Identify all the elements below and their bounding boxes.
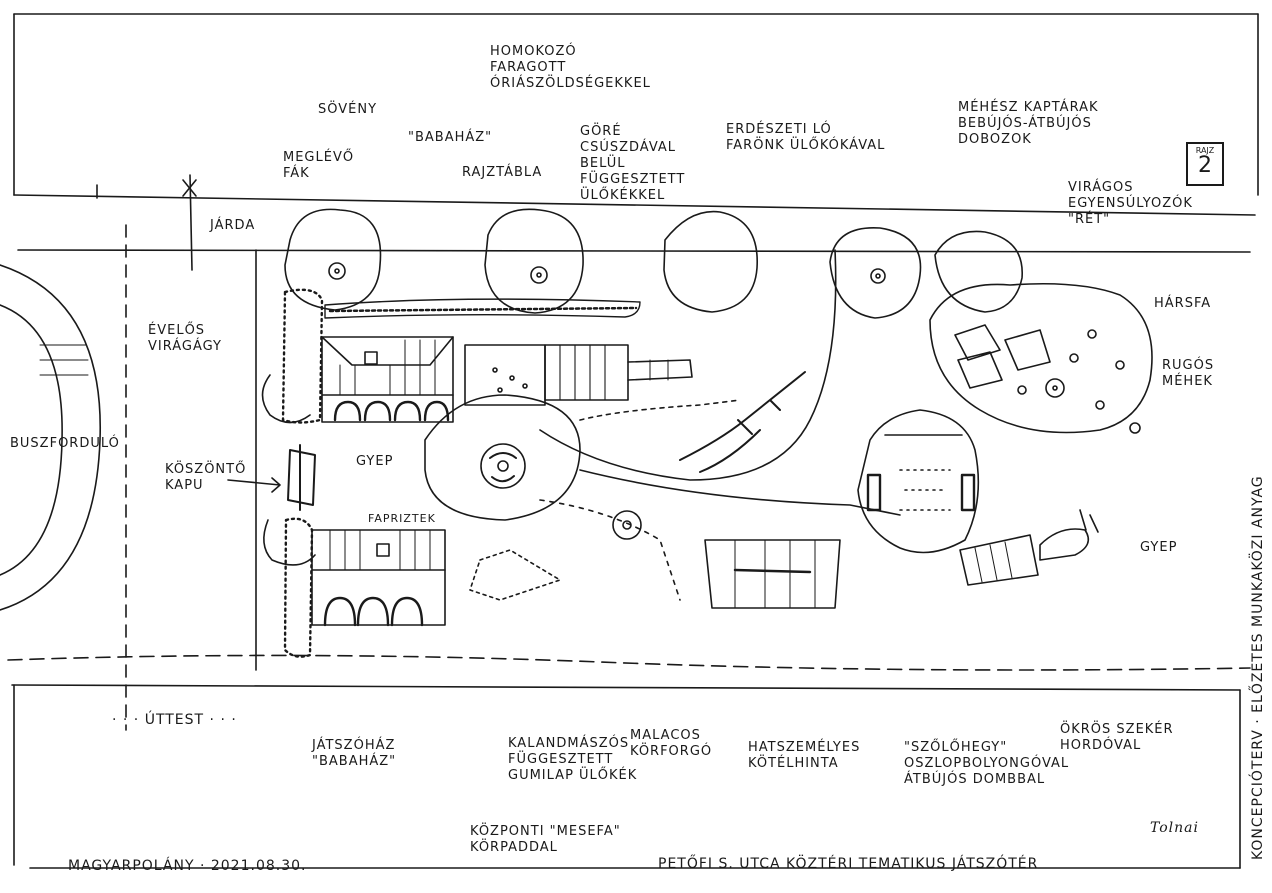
label-rajztabla: RAJZTÁBLA [462, 165, 543, 180]
label-rugos: RUGÓS MÉHEK [1162, 358, 1215, 389]
mesefa [424, 394, 581, 521]
signature: Tolnai [1150, 820, 1199, 836]
label-harsfa: HÁRSFA [1154, 296, 1212, 311]
hedge [324, 298, 641, 319]
side-vertical-title: KONCEPCIÓTERV · ELŐZETES MUNKAKÖZI ANYAG [1250, 475, 1266, 860]
rajztabla-box [464, 344, 546, 406]
label-kozponti: KÖZPONTI "MESEFA" KÖRPADDAL [470, 824, 621, 855]
label-babahaz-top: "BABAHÁZ" [408, 130, 493, 145]
bus-turnaround [0, 264, 101, 611]
footer-right: PETŐFI S. UTCA KÖZTÉRI TEMATIKUS JÁTSZÓT… [658, 856, 1039, 872]
label-kalandmaszos: KALANDMÁSZÓS FÜGGESZTETT GUMILAP ÜLŐKÉK [508, 736, 638, 783]
label-jatszohaz: JÁTSZÓHÁZ "BABAHÁZ" [312, 738, 397, 769]
label-viragos: VIRÁGOS EGYENSÚLYOZÓK "RÉT" [1068, 180, 1193, 227]
welcome-gate [287, 444, 316, 511]
label-gyep-1: GYEP [356, 454, 394, 469]
label-uttest: · · · ÚTTEST · · · [112, 712, 237, 728]
label-szolohegy: "SZŐLŐHEGY" OSZLOPBOLYONGÓVAL ÁTBÚJÓS DO… [904, 740, 1070, 787]
label-soveny: SÖVÉNY [318, 102, 378, 117]
adventure-net [469, 549, 561, 601]
label-fapriztek: FAPRIZTEK [368, 512, 436, 525]
meadow [929, 282, 1153, 434]
label-koszonto: KÖSZÖNTŐ KAPU [165, 462, 247, 493]
slide-house [544, 344, 693, 401]
footpath [539, 249, 837, 481]
badge-number: 2 [1198, 153, 1212, 178]
label-meglevo-fak: MEGLÉVŐ FÁK [283, 150, 355, 181]
label-csuszda: GÖRÉ CSÚSZDÁVAL BELÜL FÜGGESZTETT ÜLŐKÉK… [580, 124, 686, 203]
badge-title: RAJZ [1195, 146, 1215, 155]
label-erdeszeti-lo: ERDÉSZETI LÓ FARÖNK ÜLŐKÓKÁVAL [726, 122, 886, 153]
label-gyep-2: GYEP [1140, 540, 1178, 555]
babahaz-top [321, 336, 454, 423]
label-buszfordulo: BUSZFORDULÓ [10, 436, 120, 451]
existing-trees [284, 208, 1023, 319]
forest-horse [679, 371, 806, 473]
label-homokozo: HOMOKOZÓ FARAGOTT ÓRIÁSZÖLDSÉGEKKEL [490, 44, 651, 91]
label-okros: ÖKRÖS SZEKÉR HORDÓVAL [1060, 722, 1174, 753]
frame-lines [7, 13, 1259, 869]
perennial-bed [281, 288, 324, 424]
footer-left: MAGYARPOLÁNY · 2021.08.30. [68, 858, 307, 874]
babahaz-bottom [311, 529, 446, 627]
label-meheszt: MÉHÉSZ KAPTÁRAK BEBÚJÓS-ÁTBÚJÓS DOBOZOK [958, 100, 1099, 147]
label-hatszemelyes: HATSZEMÉLYES KÖTÉLHINTA [748, 740, 861, 771]
label-malacos: MALACOS KÖRFORGÓ [630, 728, 713, 759]
sheet-number-badge: RAJZ 2 [1186, 142, 1224, 186]
pig-roundabout [612, 510, 642, 540]
label-jarda: JÁRDA [210, 218, 256, 233]
ox-cart [959, 509, 1099, 586]
vineyard-hill [857, 409, 980, 554]
label-evelo: ÉVELŐS VIRÁGÁGY [148, 323, 223, 354]
swing [704, 539, 841, 609]
